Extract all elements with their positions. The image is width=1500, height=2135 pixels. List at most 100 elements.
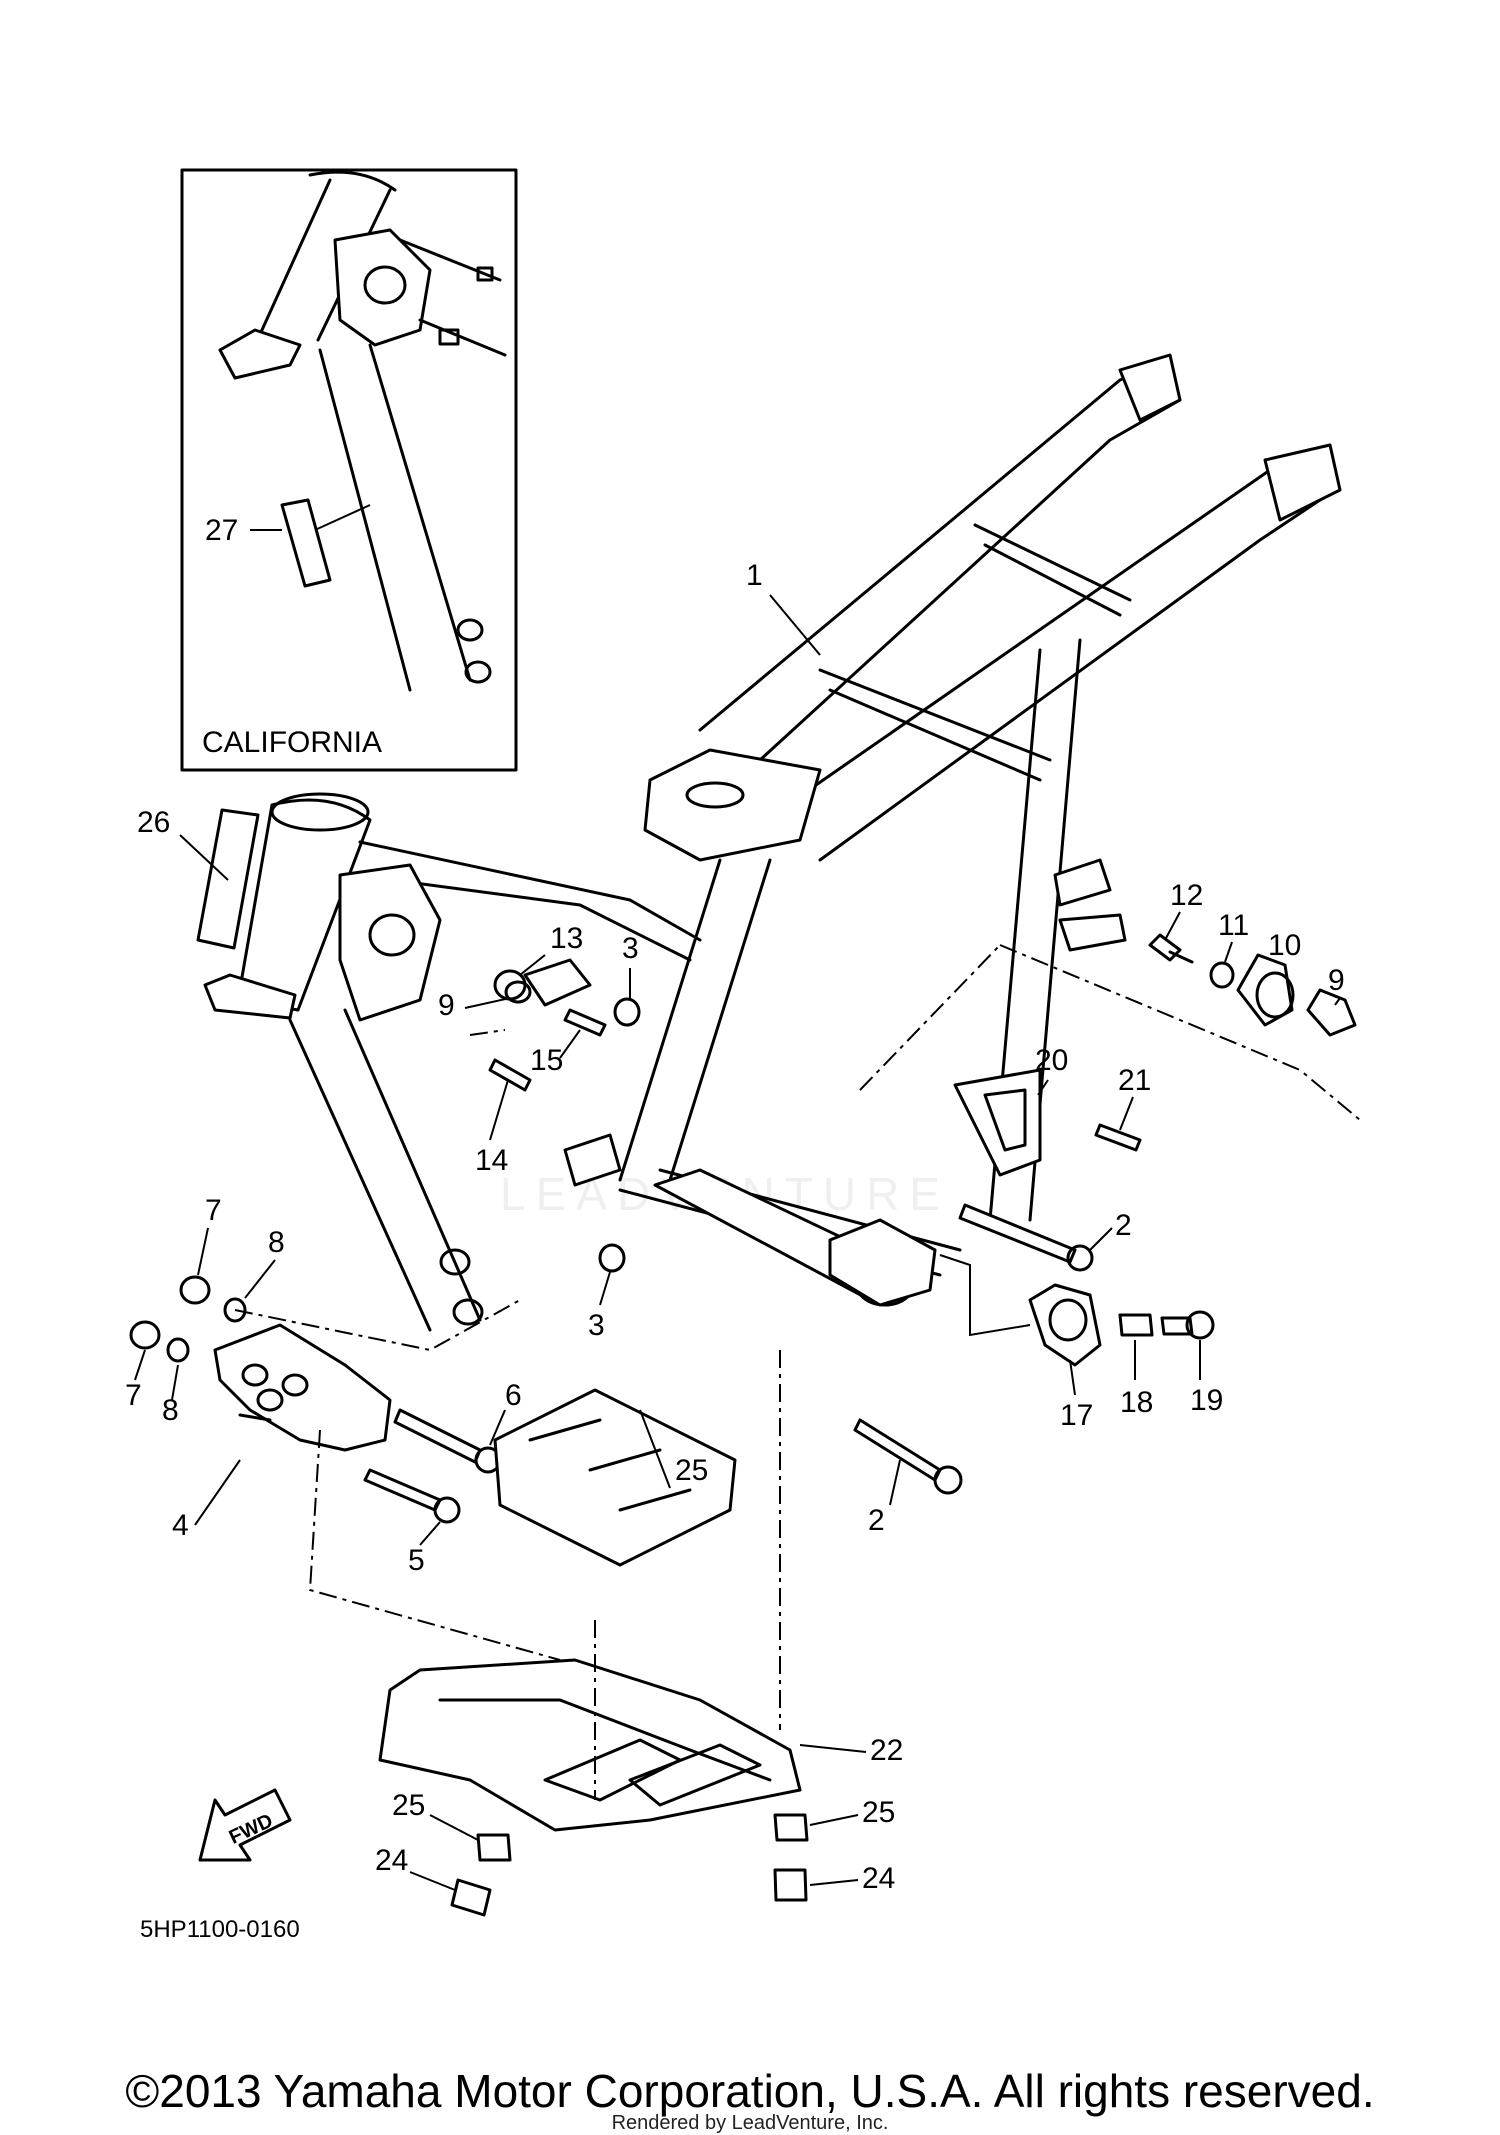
rear-mount-right (1263, 443, 1342, 522)
diagram-code: 5HP1100-0160 (140, 1916, 300, 1943)
rear-mount-left (1118, 353, 1182, 422)
callout-7-lower: 7 (125, 1379, 142, 1412)
decal-27 (280, 498, 332, 588)
callout-15: 11 (1218, 909, 1249, 942)
leader-8-upper (244, 1259, 276, 1299)
inset-steering-stop (218, 328, 302, 380)
bolt-5 (363, 1468, 442, 1512)
callout-24-left: 24 (375, 1844, 408, 1877)
leader-5 (419, 1521, 441, 1546)
inset-down-tube (318, 343, 472, 692)
leader-21 (1119, 1096, 1134, 1131)
skid-plate-slot-2 (628, 1743, 762, 1807)
guide-line-13-16 (999, 944, 1361, 1121)
collar-18 (1118, 1313, 1154, 1337)
washer-15 (1209, 961, 1235, 989)
leader-27b (314, 504, 371, 531)
guard-hole-3 (281, 1373, 309, 1397)
guide-9 (469, 1029, 506, 1036)
leader-9 (464, 997, 511, 1009)
fwd-arrow-shape (198, 1788, 292, 1862)
footpeg-bracket (828, 1218, 937, 1307)
leader-25-left (429, 1814, 479, 1841)
callout-3-upper: 3 (622, 932, 639, 965)
leader-2-upper (1089, 1227, 1113, 1251)
leader-17 (1069, 1359, 1076, 1396)
california-inset: 27 CALIFORNIA (180, 168, 518, 772)
side-tab (1058, 913, 1127, 952)
callout-2-upper: 2 (1115, 1209, 1132, 1242)
bolt-24-right (773, 1868, 808, 1902)
cross-member (973, 523, 1132, 617)
callout-21: 21 (1118, 1064, 1151, 1097)
bolt-10 (488, 1058, 532, 1092)
bolt-6 (393, 1408, 482, 1464)
callout-23: 25 (675, 1454, 708, 1487)
skid-plate-22 (378, 1658, 802, 1832)
bracket-17-hole (1048, 1298, 1088, 1342)
inset-bolt-1 (456, 618, 484, 642)
bolt-24-left (450, 1878, 492, 1917)
bracket-9 (523, 958, 592, 1007)
washer-8-upper (223, 1297, 247, 1323)
skid-plate-edge (438, 1698, 772, 1782)
callout-16: 12 (1170, 879, 1203, 912)
mount-slot (685, 781, 745, 809)
down-tube (288, 1008, 482, 1332)
cross-member-2 (818, 668, 1052, 782)
collar-25-right (773, 1813, 809, 1842)
engine-guard-4 (213, 1323, 392, 1452)
inset-gusset (333, 228, 432, 347)
main-frame (203, 353, 1342, 1332)
callout-12: 13 (550, 922, 583, 955)
leader-20 (1037, 1079, 1049, 1096)
gusset-plate (338, 863, 442, 1022)
inset-backbone (398, 238, 507, 357)
front-tab (563, 1133, 622, 1187)
callout-13: 9 (1328, 964, 1345, 997)
collar-13 (1306, 988, 1357, 1037)
callout-18: 18 (1120, 1386, 1153, 1419)
bolt-2-lower-head (933, 1465, 963, 1495)
callout-7-upper: 7 (205, 1194, 222, 1227)
callout-4: 4 (172, 1509, 189, 1542)
leader-6 (489, 1409, 506, 1446)
plate-20 (953, 1068, 1042, 1177)
leader-2-lower (889, 1459, 901, 1506)
callout-20: 20 (1035, 1044, 1068, 1077)
guard-hole-2 (256, 1388, 284, 1412)
guard-slot (238, 1413, 272, 1422)
guide-4-22 (308, 1429, 561, 1661)
leader-7-lower (134, 1349, 146, 1381)
callout-1: 1 (746, 559, 763, 592)
bolt-16-shank (1168, 950, 1194, 964)
nut-3-upper (613, 997, 641, 1027)
bolt-11 (563, 1008, 607, 1037)
leader-10 (489, 1079, 509, 1141)
rear-down-rail-left (618, 858, 772, 1182)
bolt-19-head (1185, 1310, 1215, 1340)
callout-25-left: 25 (392, 1789, 425, 1822)
leader-16 (1164, 911, 1181, 941)
top-tube (358, 840, 702, 942)
callout-19: 19 (1190, 1384, 1223, 1417)
bracket-9-hole (504, 980, 532, 1004)
leader-8-lower (171, 1364, 179, 1401)
mount-parts-13-16: 12 11 10 9 (1148, 879, 1357, 1037)
inset-gusset-hole (363, 265, 407, 305)
steering-stop (203, 973, 297, 1020)
inset-label: CALIFORNIA (202, 726, 382, 759)
callout-9: 9 (438, 989, 455, 1022)
leader-26 (179, 834, 229, 881)
copyright-footer: ©2013 Yamaha Motor Corporation, U.S.A. A… (125, 2065, 1375, 2117)
leader-12 (519, 954, 546, 976)
inset-tab-1 (476, 266, 494, 282)
damper-14-hole (1255, 971, 1295, 1019)
callout-25-right: 25 (862, 1796, 895, 1829)
bolt-2-upper-head (1066, 1244, 1094, 1272)
callout-6: 6 (505, 1379, 522, 1412)
callout-2-lower: 2 (868, 1504, 885, 1537)
callout-5: 5 (408, 1544, 425, 1577)
leader-11 (559, 1029, 581, 1059)
